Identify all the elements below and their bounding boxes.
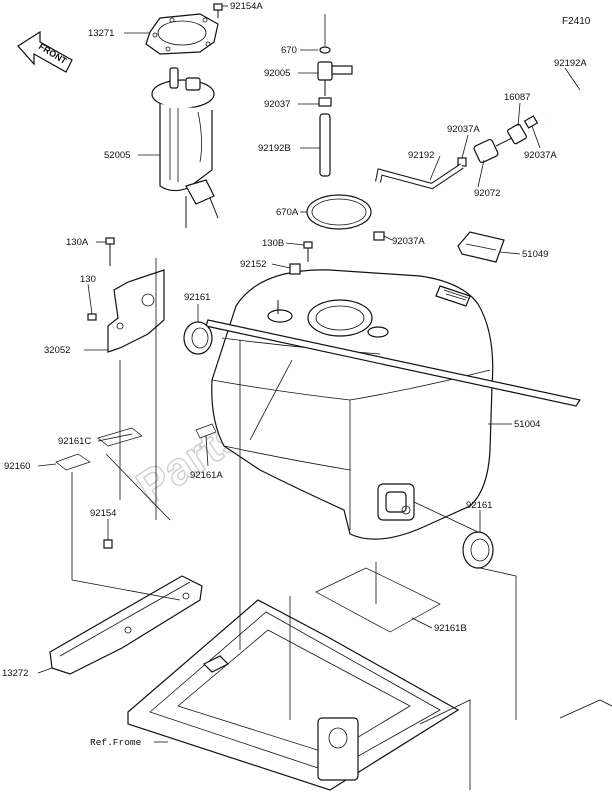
label-92005: 92005 (264, 68, 290, 79)
label-92161B: 92161B (434, 623, 467, 634)
mounting-frame (49, 575, 612, 791)
label-16087: 16087 (504, 92, 530, 103)
label-92037A-upper: 92037A (447, 124, 480, 135)
part-number-labels: 13271 92154A 52005 670 92005 92037 92192… (2, 1, 587, 748)
bracket-assembly (87, 237, 313, 355)
label-92037: 92037 (264, 99, 290, 110)
leader-lines (37, 5, 581, 743)
label-51049: 51049 (522, 249, 548, 260)
label-92192: 92192 (408, 150, 434, 161)
label-92160: 92160 (4, 461, 30, 472)
label-92192A: 92192A (554, 58, 587, 69)
label-130B: 130B (262, 238, 284, 249)
label-92161A: 92161A (190, 470, 223, 481)
label-92161-upper: 92161 (184, 292, 210, 303)
vent-hose-assembly (373, 82, 608, 263)
front-direction-marker: FRONT (17, 30, 73, 73)
label-92161-lower: 92161 (466, 500, 492, 511)
label-92161C: 92161C (58, 436, 91, 447)
label-13272: 13272 (2, 668, 28, 679)
label-92192B: 92192B (258, 143, 291, 154)
label-130: 130 (80, 274, 96, 285)
label-670A: 670A (276, 207, 299, 218)
label-130A: 130A (66, 237, 89, 248)
label-13271: 13271 (88, 28, 114, 39)
filler-vent-parts (306, 14, 372, 230)
label-52005: 52005 (104, 150, 130, 161)
reference-frame-note: Ref.Frome (90, 737, 142, 748)
label-92037A-right: 92037A (524, 150, 557, 161)
fuel-pump-assembly (145, 3, 223, 228)
label-92072: 92072 (474, 188, 500, 199)
label-92152: 92152 (240, 259, 266, 270)
label-51004: 51004 (514, 419, 540, 430)
label-92154A: 92154A (230, 1, 263, 12)
label-32052: 32052 (44, 345, 70, 356)
fuel-tank (205, 269, 581, 540)
label-92037A-lower: 92037A (392, 236, 425, 247)
label-670: 670 (281, 45, 297, 56)
label-92154: 92154 (90, 508, 116, 519)
figure-code: F2410 (562, 16, 591, 27)
